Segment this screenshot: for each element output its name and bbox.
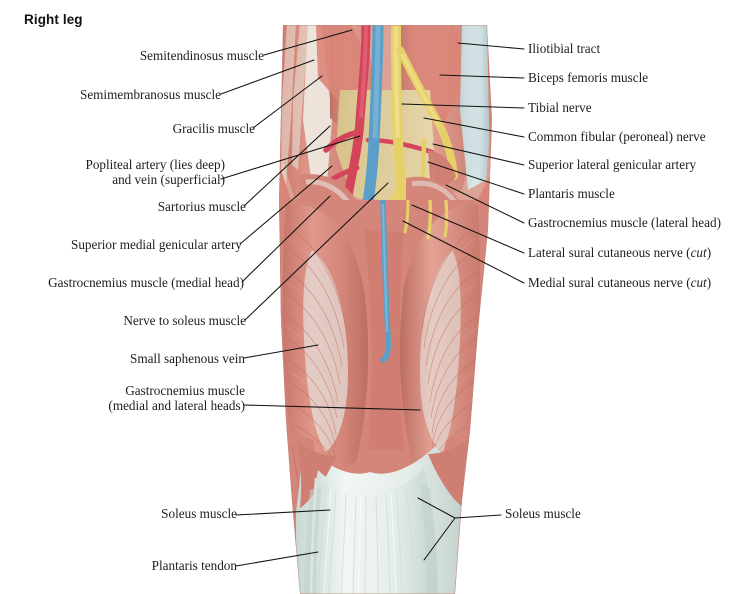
label-gastrocnemius-medial-head: Gastrocnemius muscle (medial head) (48, 275, 244, 290)
leader-semimembranosus (220, 59, 315, 95)
leader-medial-sural-nerve (402, 220, 525, 284)
leader-tibial-nerve (401, 103, 525, 109)
leader-gastrocnemius-both-heads (243, 404, 421, 411)
label-small-saphenous-vein: Small saphenous vein (129, 351, 245, 366)
leader-lines (220, 29, 525, 567)
label-sartorius-muscle: Sartorius muscle (157, 199, 246, 214)
lateral-sural-main: Lateral sural cutaneous nerve ( (528, 245, 691, 260)
label-tibial-nerve: Tibial nerve (528, 100, 592, 115)
leader-nerve-to-soleus (244, 182, 389, 321)
leader-gastrocnemius-lateral-head (445, 184, 525, 224)
leader-semitendinosus (263, 29, 353, 56)
leader-lateral-sural-nerve (411, 204, 525, 254)
label-gracilis-muscle: Gracilis muscle (172, 121, 255, 136)
label-plantaris-tendon: Plantaris tendon (151, 558, 237, 573)
leader-soleus-right (417, 497, 502, 561)
label-soleus-muscle-left: Soleus muscle (161, 506, 237, 521)
label-common-fibular-nerve: Common fibular (peroneal) nerve (528, 129, 706, 144)
leader-small-saphenous-vein (243, 344, 319, 359)
label-lateral-sural-cutaneous-nerve: Lateral sural cutaneous nerve (cut) (528, 245, 712, 260)
label-nerve-to-soleus-muscle: Nerve to soleus muscle (123, 313, 246, 328)
label-gastrocnemius-lateral-head: Gastrocnemius muscle (lateral head) (528, 215, 721, 230)
lateral-sural-cut-italic: cut (690, 245, 707, 260)
label-gastrocnemius-both-heads-line1: Gastrocnemius muscle (125, 383, 245, 398)
label-superior-lateral-genicular-artery: Superior lateral genicular artery (528, 157, 697, 172)
leader-superior-medial-genicular-artery (239, 165, 333, 245)
leader-plantaris-tendon (235, 551, 319, 567)
posterior-calf-region (279, 200, 489, 594)
label-plantaris-muscle: Plantaris muscle (528, 186, 615, 201)
leader-biceps-femoris (439, 74, 525, 79)
leg-body (279, 25, 492, 594)
leader-plantaris-muscle (427, 161, 525, 195)
label-superior-medial-genicular-artery: Superior medial genicular artery (71, 237, 242, 252)
leader-common-fibular-nerve (423, 117, 525, 138)
label-biceps-femoris-muscle: Biceps femoris muscle (528, 70, 649, 85)
label-iliotibial-tract: Iliotibial tract (528, 41, 601, 56)
leader-gastrocnemius-medial-head (241, 195, 331, 283)
posterior-thigh-region (281, 25, 490, 215)
leader-superior-lateral-genicular-artery (432, 143, 525, 166)
label-medial-sural-cutaneous-nerve: Medial sural cutaneous nerve (cut) (528, 275, 712, 290)
medial-sural-main: Medial sural cutaneous nerve ( (528, 275, 691, 290)
page-title: Right leg (24, 12, 83, 27)
leader-popliteal-artery-vein (220, 135, 361, 180)
label-gastrocnemius-both-heads-line2: (medial and lateral heads) (108, 398, 245, 413)
label-soleus-muscle-right: Soleus muscle (505, 506, 581, 521)
leader-iliotibial-tract (457, 42, 525, 50)
label-semitendinosus-muscle: Semitendinosus muscle (139, 48, 264, 63)
leader-sartorius (243, 125, 331, 207)
label-popliteal-artery-line1: Popliteal artery (lies deep) (85, 157, 225, 172)
label-popliteal-artery-line2: and vein (superficial) (112, 172, 225, 187)
label-semimembranosus-muscle: Semimembranosus muscle (79, 87, 221, 102)
leader-soleus-left (235, 509, 331, 516)
leader-gracilis (252, 75, 323, 129)
medial-sural-cut-italic: cut (690, 275, 707, 290)
